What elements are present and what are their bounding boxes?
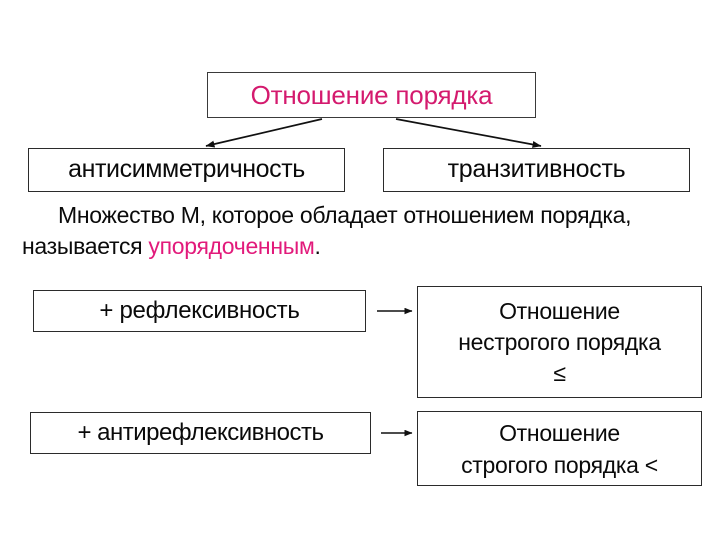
condition-box-reflexivity: + рефлексивность: [33, 290, 366, 332]
order-relation-title-label: Отношение порядка: [250, 79, 493, 110]
property-box-antisymmetry-label: антисимметричность: [68, 155, 305, 184]
condition-box-reflexivity-label: + рефлексивность: [99, 296, 300, 324]
result-box-non-strict-order-line-1: Отношение: [499, 297, 620, 324]
property-box-transitivity-label: транзитивность: [447, 155, 626, 184]
property-box-antisymmetry: антисимметричность: [28, 148, 345, 192]
result-box-non-strict-order-line-2: нестрогого порядка: [458, 328, 661, 355]
result-box-non-strict-order: Отношение нестрогого порядка ≤: [417, 286, 702, 398]
result-box-non-strict-order-symbol: ≤: [553, 359, 566, 386]
result-box-strict-order-line-1: Отношение: [499, 419, 620, 446]
paragraph-text-part1: Множество М, которое обладает отношением…: [22, 202, 632, 259]
condition-box-antireflexivity-label: + антирефлексивность: [77, 418, 324, 446]
paragraph-highlight-term: упорядоченным: [148, 233, 315, 259]
arrow-down-right-icon: [395, 118, 542, 148]
result-box-strict-order-line-2: строгого порядка <: [461, 451, 658, 478]
property-box-transitivity: транзитивность: [383, 148, 690, 192]
order-relation-title-box: Отношение порядка: [207, 72, 536, 118]
result-box-strict-order: Отношение строгого порядка <: [417, 411, 702, 486]
definition-paragraph: Множество М, которое обладает отношением…: [22, 200, 702, 262]
paragraph-text-part2: .: [314, 233, 321, 259]
condition-box-antireflexivity: + антирефлексивность: [30, 412, 371, 454]
arrow-down-left-icon: [205, 118, 323, 148]
